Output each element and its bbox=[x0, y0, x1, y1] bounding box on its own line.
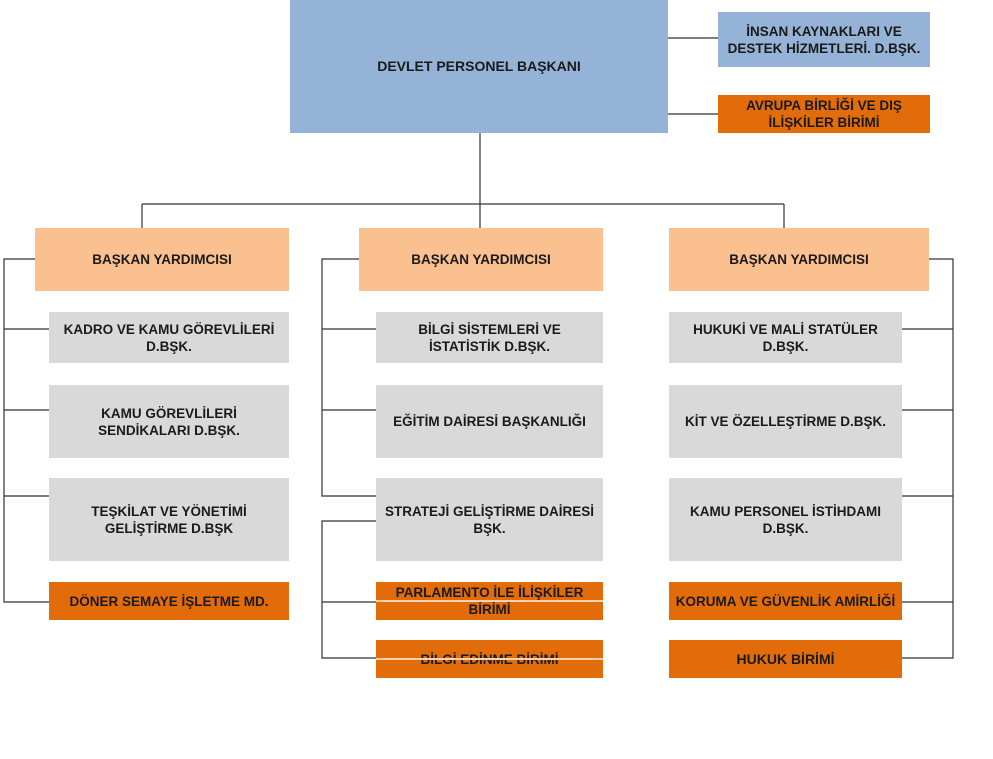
unit-information-access-divider bbox=[376, 658, 603, 660]
unit-info-systems-label: BİLGİ SİSTEMLERİ VE İSTATİSTİK D.BŞK. bbox=[418, 321, 561, 354]
vice-president-2-label: BAŞKAN YARDIMCISI bbox=[411, 252, 551, 267]
unit-privatization-label: KİT VE ÖZELLEŞTİRME D.BŞK. bbox=[684, 414, 886, 429]
unit-legal-financial-label: HUKUKİ VE MALİ STATÜLER D.BŞK. bbox=[693, 321, 878, 354]
unit-employment-label: KAMU PERSONEL İSTİHDAMI D.BŞK. bbox=[689, 503, 881, 536]
unit-staffing-box: KADRO VE KAMU GÖREVLİLERİ D.BŞK. bbox=[49, 312, 289, 363]
unit-law-label: HUKUK BİRİMİ bbox=[736, 650, 835, 667]
unit-strategy-label: STRATEJİ GELİŞTİRME DAİRESİ BŞK. bbox=[384, 503, 595, 536]
staff-eu-relations-label: AVRUPA BİRLİĞİ VE DIŞ İLİŞKİLER BİRİMİ bbox=[746, 98, 902, 130]
unit-legal-financial-box: HUKUKİ VE MALİ STATÜLER D.BŞK. bbox=[669, 312, 902, 363]
unit-revolving-fund-label: DÖNER SEMAYE İŞLETME MD. bbox=[69, 593, 269, 609]
unit-parliament-divider bbox=[376, 600, 603, 602]
head-box: DEVLET PERSONEL BAŞKANI bbox=[290, 0, 668, 133]
unit-education-label: EĞİTİM DAİRESİ BAŞKANLIĞI bbox=[393, 414, 586, 429]
staff-hr-support-label: İNSAN KAYNAKLARI VE DESTEK HİZMETLERİ. D… bbox=[727, 23, 921, 56]
unit-security-box: KORUMA VE GÜVENLİK AMİRLİĞİ bbox=[669, 582, 902, 620]
staff-eu-relations-box: AVRUPA BİRLİĞİ VE DIŞ İLİŞKİLER BİRİMİ bbox=[718, 95, 930, 133]
unit-security-label: KORUMA VE GÜVENLİK AMİRLİĞİ bbox=[675, 593, 896, 609]
unit-employment-box: KAMU PERSONEL İSTİHDAMI D.BŞK. bbox=[669, 478, 902, 561]
staff-hr-support-box: İNSAN KAYNAKLARI VE DESTEK HİZMETLERİ. D… bbox=[718, 12, 930, 67]
head-label: DEVLET PERSONEL BAŞKANI bbox=[377, 58, 581, 74]
unit-staffing-label: KADRO VE KAMU GÖREVLİLERİ D.BŞK. bbox=[63, 321, 275, 354]
unit-unions-label: KAMU GÖREVLİLERİ SENDİKALARI D.BŞK. bbox=[98, 405, 240, 438]
vice-president-3-label: BAŞKAN YARDIMCISI bbox=[729, 252, 869, 267]
unit-parliament-label: PARLAMENTO İLE İLİŞKİLER BİRİMİ bbox=[395, 585, 584, 617]
vice-president-1-label: BAŞKAN YARDIMCISI bbox=[92, 252, 232, 267]
unit-education-box: EĞİTİM DAİRESİ BAŞKANLIĞI bbox=[376, 385, 603, 458]
unit-strategy-box: STRATEJİ GELİŞTİRME DAİRESİ BŞK. bbox=[376, 478, 603, 561]
unit-unions-box: KAMU GÖREVLİLERİ SENDİKALARI D.BŞK. bbox=[49, 385, 289, 458]
unit-privatization-box: KİT VE ÖZELLEŞTİRME D.BŞK. bbox=[669, 385, 902, 458]
unit-organization-label: TEŞKİLAT VE YÖNETİMİ GELİŞTİRME D.BŞK bbox=[91, 503, 247, 536]
vice-president-1: BAŞKAN YARDIMCISI bbox=[35, 228, 289, 291]
unit-info-systems-box: BİLGİ SİSTEMLERİ VE İSTATİSTİK D.BŞK. bbox=[376, 312, 603, 363]
unit-organization-box: TEŞKİLAT VE YÖNETİMİ GELİŞTİRME D.BŞK bbox=[49, 478, 289, 561]
vice-president-3: BAŞKAN YARDIMCISI bbox=[669, 228, 929, 291]
unit-law-box: HUKUK BİRİMİ bbox=[669, 640, 902, 678]
unit-revolving-fund-box: DÖNER SEMAYE İŞLETME MD. bbox=[49, 582, 289, 620]
vice-president-2: BAŞKAN YARDIMCISI bbox=[359, 228, 603, 291]
